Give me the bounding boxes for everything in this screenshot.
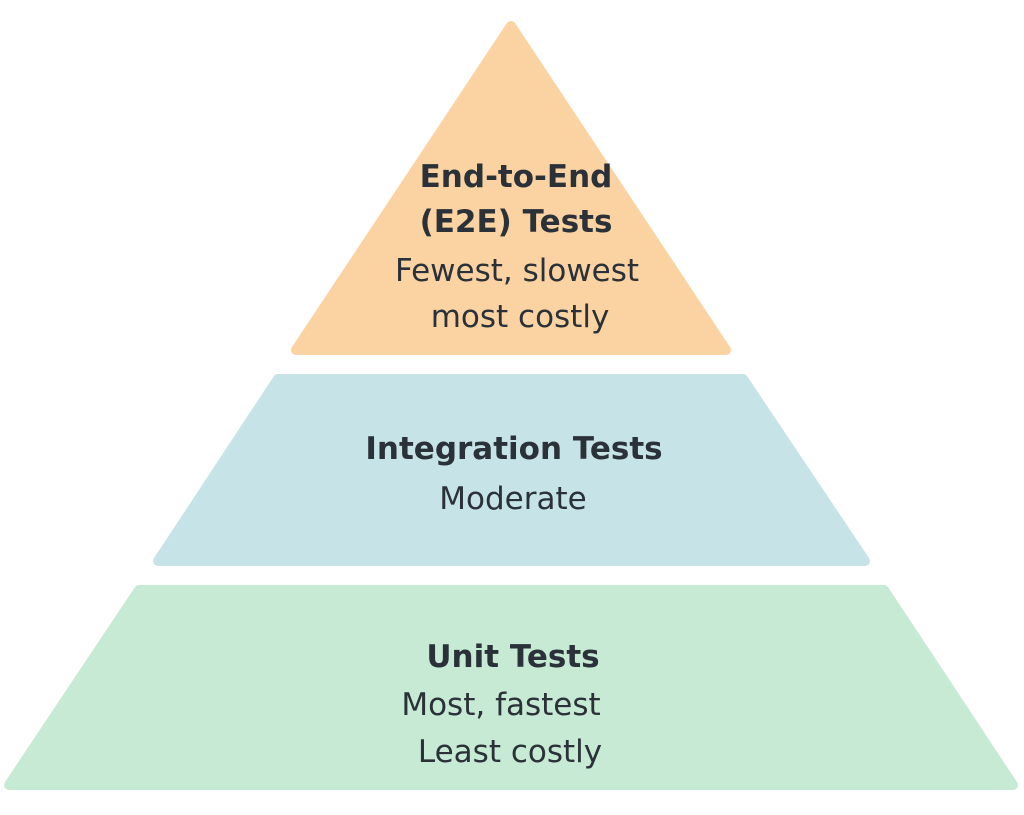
unit-tier-shape [4,585,1018,790]
integration-title: Integration Tests [365,431,663,467]
e2e-description-line2: most costly [430,299,610,335]
unit-description-line2: Least costly [417,734,603,770]
e2e-title-line2: (E2E) Tests [419,204,613,240]
e2e-tier-shape [291,21,731,355]
e2e-description-line1: Fewest, slowest [394,253,640,289]
integration-tier-shape [153,374,870,566]
unit-title: Unit Tests [426,639,600,675]
unit-description-line1: Most, fastest [401,687,601,723]
e2e-title-line1: End-to-End [419,159,613,195]
integration-description: Moderate [439,481,587,517]
